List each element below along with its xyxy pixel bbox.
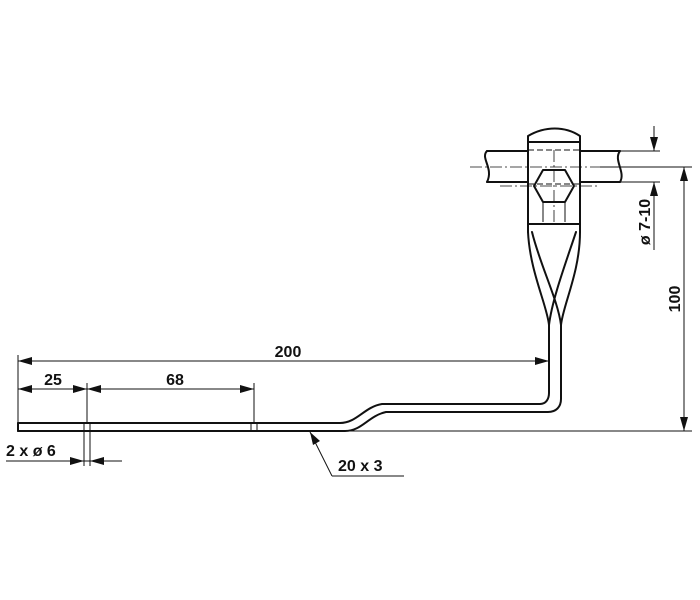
- shaft-diameter-label: ø 7-10: [637, 199, 654, 245]
- dim-shaft-diameter: ø 7-10: [620, 126, 660, 250]
- bar-section-label: 20 x 3: [338, 458, 383, 475]
- twisted-arm: [527, 231, 581, 326]
- dim-bar-section: 20 x 3: [309, 431, 404, 477]
- hole-spacing-label: 68: [166, 372, 184, 389]
- clamp-head: [470, 127, 650, 233]
- bar-holes: [83, 423, 258, 431]
- dim-hole-offsets: 25 68: [18, 372, 255, 423]
- dim-holes: 2 x ø 6: [6, 431, 122, 466]
- overall-length-label: 200: [275, 344, 302, 361]
- shaft: [484, 150, 623, 183]
- holes-label: 2 x ø 6: [6, 443, 56, 460]
- dim-height: 100: [18, 166, 692, 432]
- bar-part: [17, 324, 562, 432]
- hole-offset-label: 25: [44, 372, 62, 389]
- height-label: 100: [667, 286, 684, 313]
